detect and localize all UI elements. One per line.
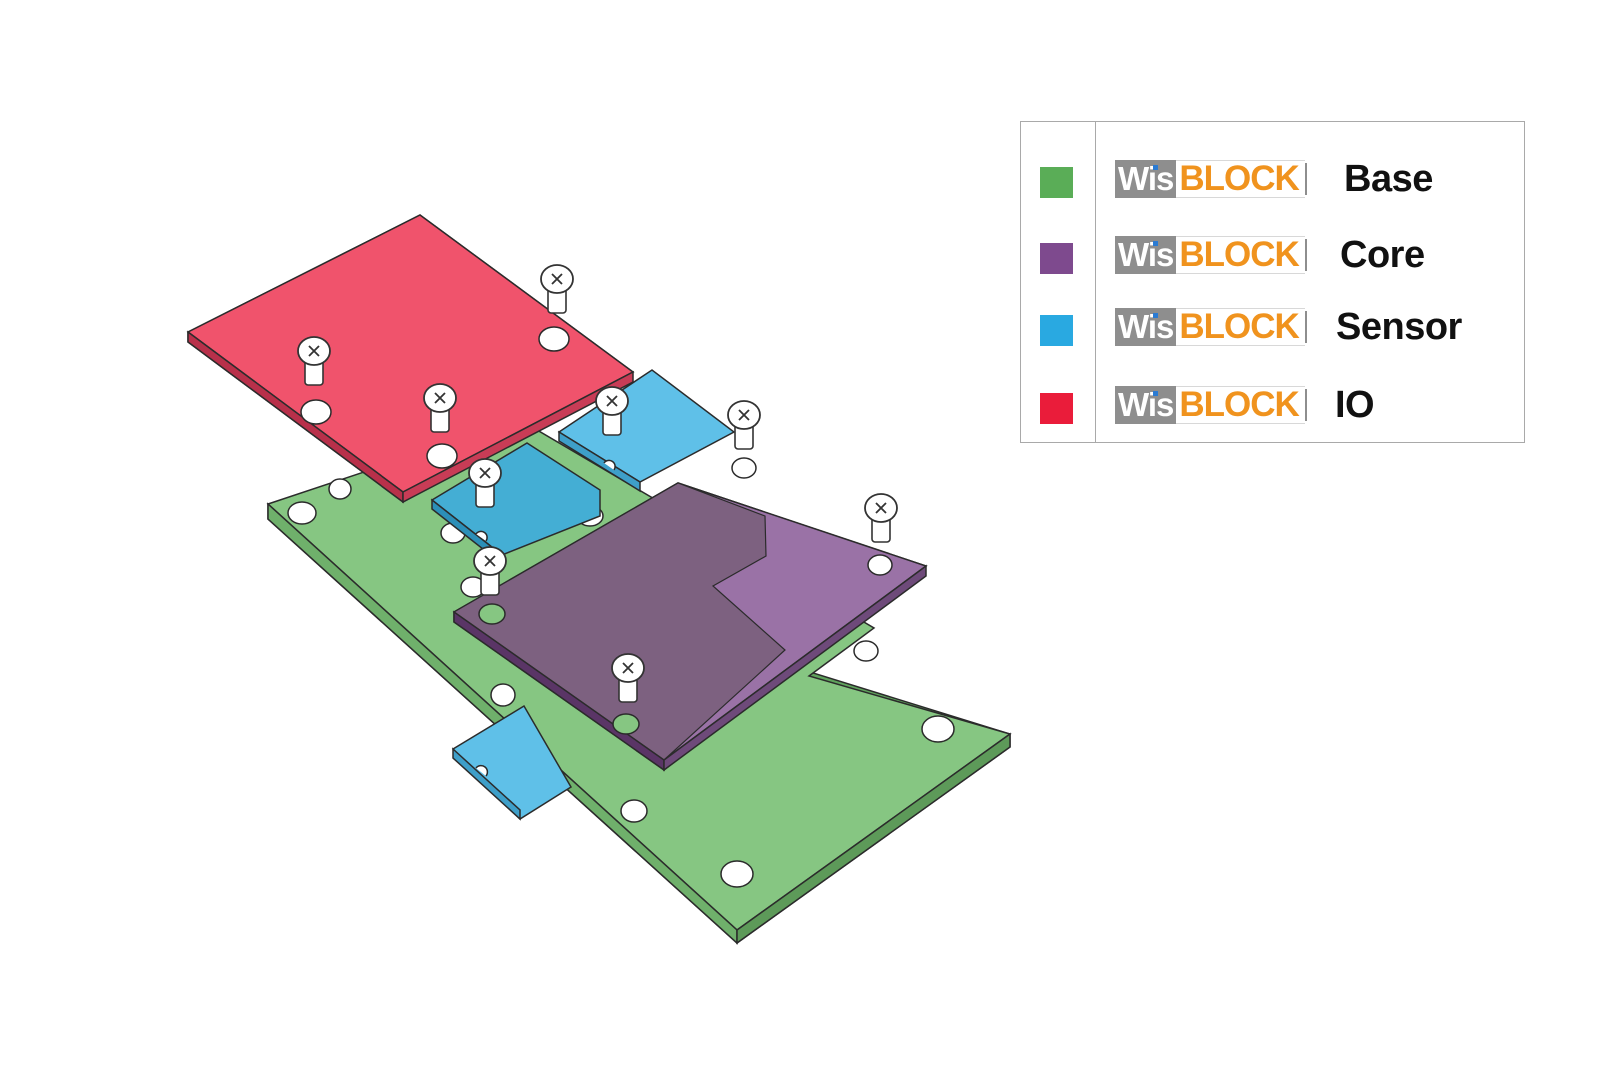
logo-wis-text: Wis [1118,308,1174,345]
logo-separator [1304,311,1307,343]
wisblock-io-module [186,214,635,504]
screw-icon [540,264,574,314]
logo-block-text: BLOCK [1176,307,1305,346]
legend-row-io: Wis BLOCK IO [1021,378,1524,426]
screw-icon [864,493,898,543]
legend-swatch-base [1040,167,1073,198]
legend-label-sensor: Sensor [1336,306,1462,348]
legend-row-core: Wis BLOCK Core [1021,228,1524,276]
legend-row-sensor: Wis BLOCK Sensor [1021,300,1524,348]
logo-wis-text: Wis [1118,160,1174,197]
legend-swatch-io [1040,393,1073,424]
legend-swatch-core [1040,243,1073,274]
legend-divider [1095,122,1096,442]
legend-swatch-sensor [1040,315,1073,346]
logo-separator [1304,239,1307,271]
wisblock-logo: Wis BLOCK [1115,385,1311,424]
legend-row-base: Wis BLOCK Base [1021,152,1524,200]
wisblock-sensor-module-b [557,369,736,493]
wisblock-sensor-slot-lower [451,704,573,821]
wisblock-core-module [452,457,928,772]
logo-wis-text: Wis [1118,236,1174,273]
legend-label-core: Core [1340,234,1425,276]
logo-separator [1304,163,1307,195]
screw-icon [727,400,761,450]
logo-block-text: BLOCK [1176,159,1305,198]
logo-wis-text: Wis [1118,386,1174,423]
logo-block-text: BLOCK [1176,235,1305,274]
wisblock-logo: Wis BLOCK [1115,307,1311,346]
logo-dot [1153,241,1158,246]
wisblock-logo: Wis BLOCK [1115,235,1311,274]
logo-dot [1153,313,1158,318]
wisblock-logo: Wis BLOCK [1115,159,1311,198]
logo-block-text: BLOCK [1176,385,1305,424]
legend-label-io: IO [1335,384,1375,426]
legend-label-base: Base [1344,158,1433,200]
legend: Wis BLOCK Base Wis BLOCK Core Wis BLOCK … [1020,121,1525,443]
logo-dot [1153,165,1158,170]
logo-separator [1304,389,1307,421]
logo-dot [1153,391,1158,396]
